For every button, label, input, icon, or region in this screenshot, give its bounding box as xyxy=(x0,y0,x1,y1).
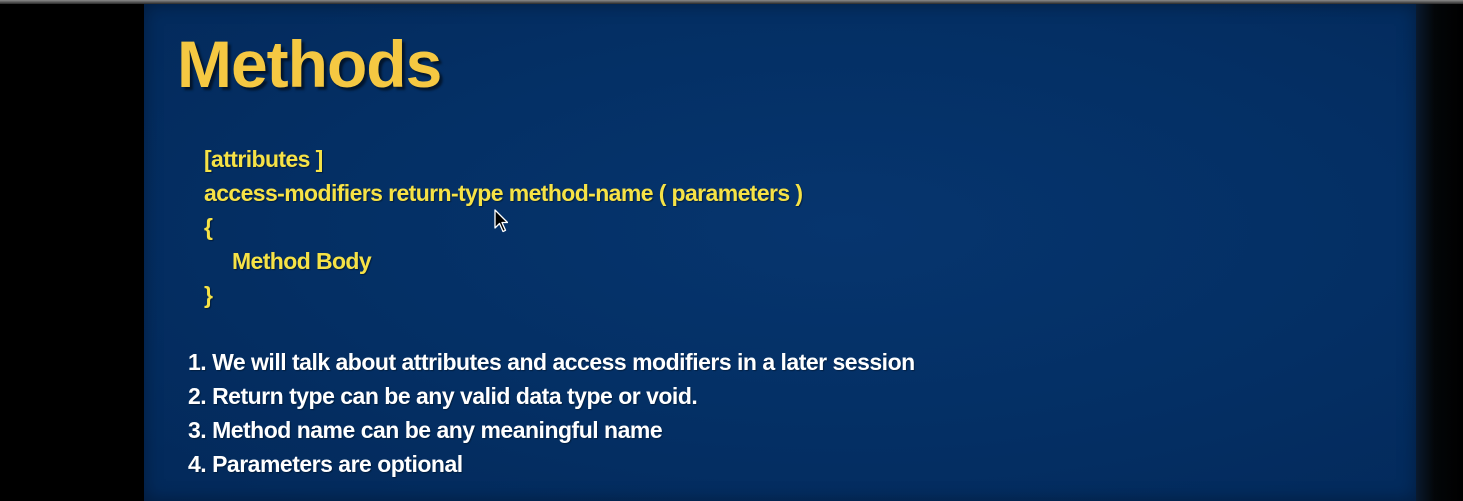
note-item: 4. Parameters are optional xyxy=(188,451,463,477)
presentation-slide: Methods [attributes ] access-modifiers r… xyxy=(144,4,1416,501)
syntax-attributes-line: [attributes ] xyxy=(204,146,323,172)
syntax-signature-line: access-modifiers return-type method-name… xyxy=(204,180,803,206)
syntax-open-brace: { xyxy=(204,214,213,240)
note-item: 1. We will talk about attributes and acc… xyxy=(188,349,915,375)
notes-list: 1. We will talk about attributes and acc… xyxy=(188,345,915,481)
mouse-pointer-icon xyxy=(494,209,508,233)
right-screen-edge xyxy=(1416,4,1463,501)
syntax-method-body: Method Body xyxy=(232,248,372,274)
slide-title: Methods xyxy=(177,27,442,101)
note-item: 3. Method name can be any meaningful nam… xyxy=(188,417,663,443)
note-item: 2. Return type can be any valid data typ… xyxy=(188,383,698,409)
syntax-close-brace: } xyxy=(204,282,213,308)
top-border-strip xyxy=(0,0,1463,4)
